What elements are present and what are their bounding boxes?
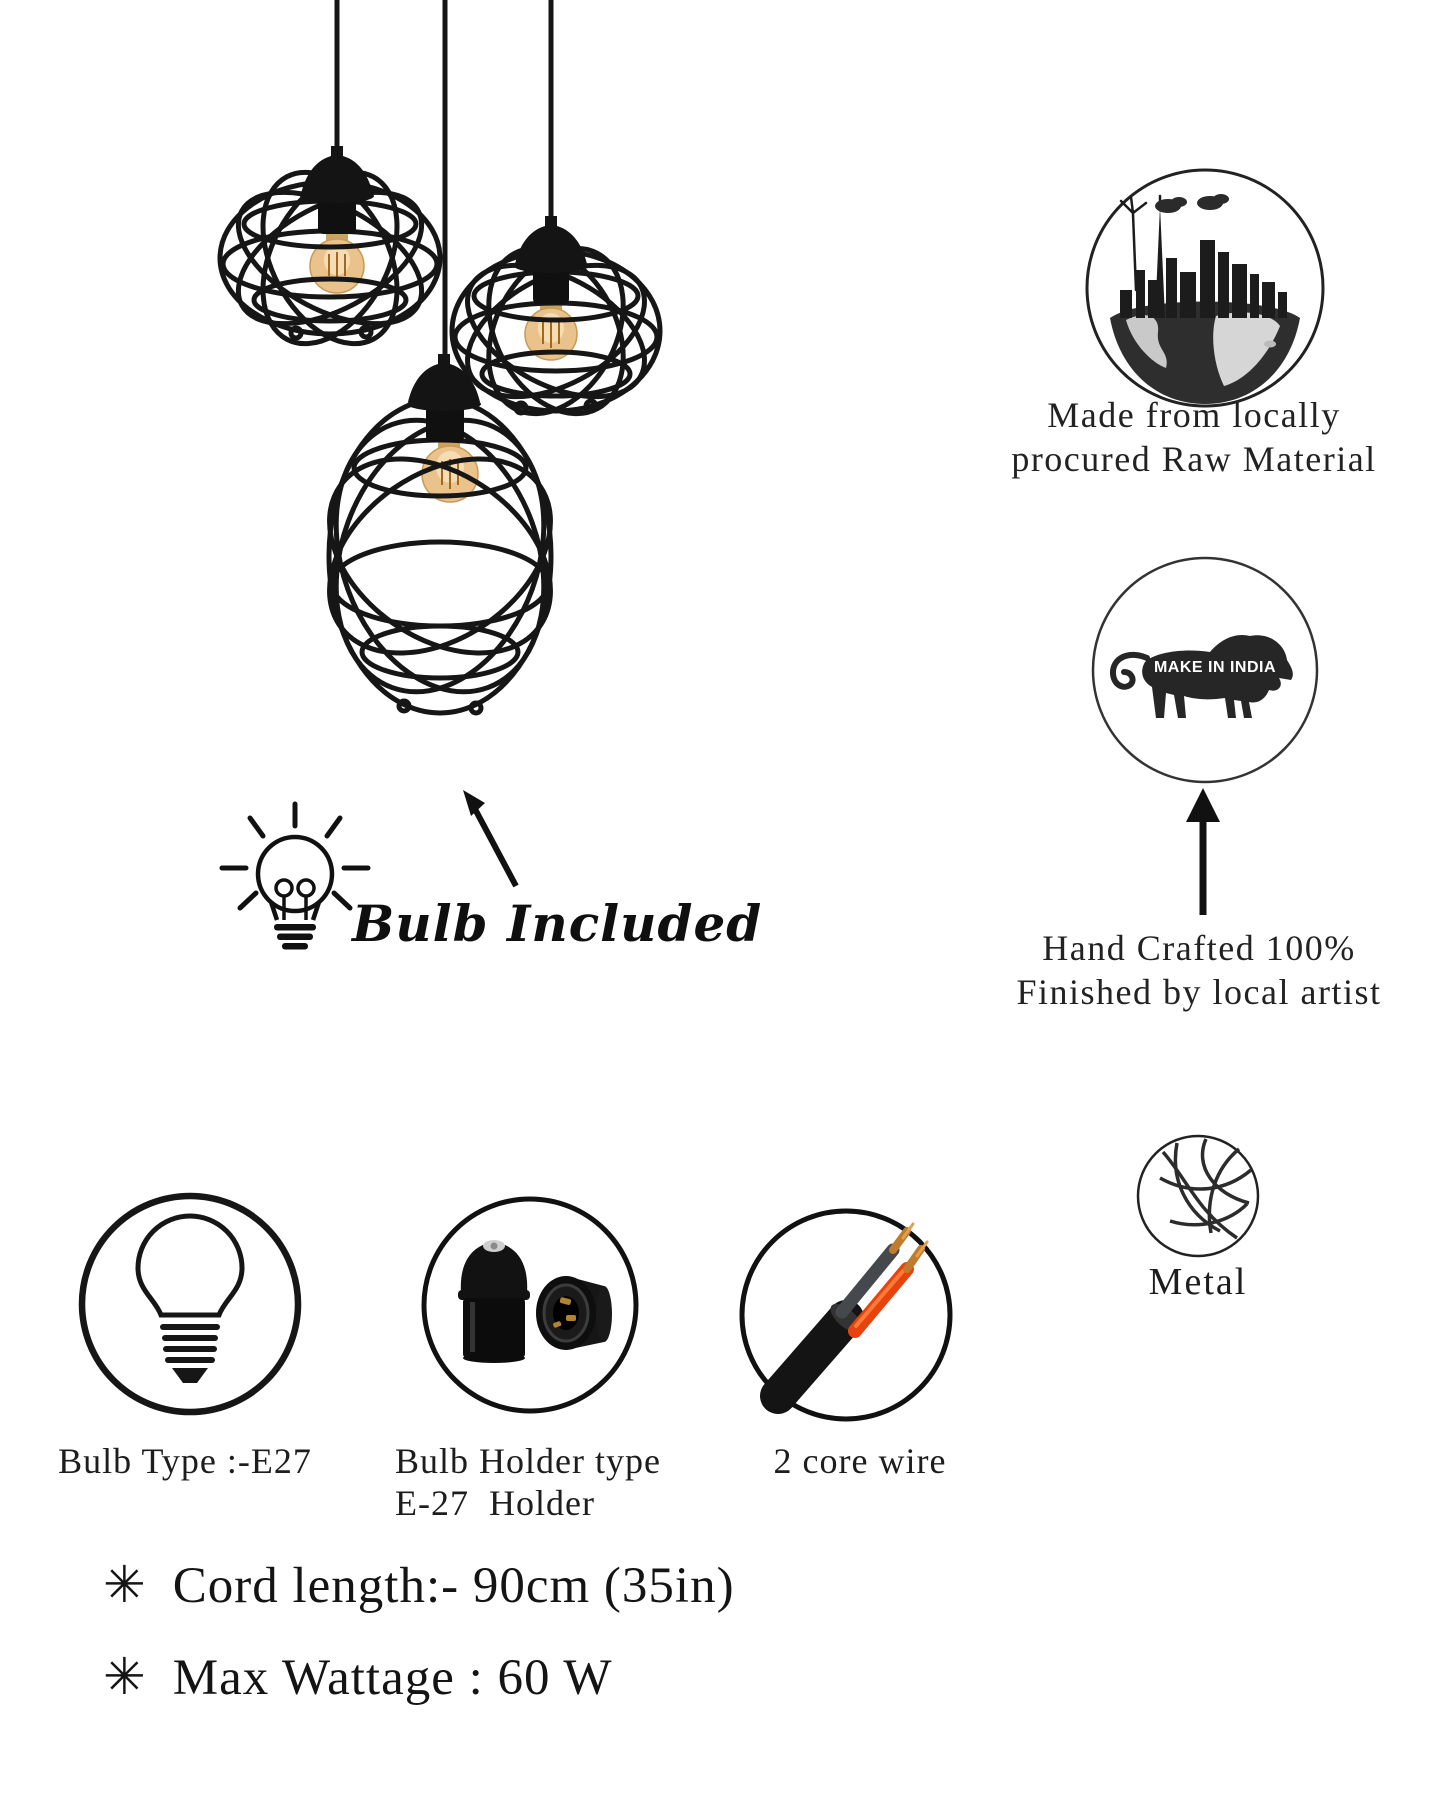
two-core-wire-icon [739,1208,953,1422]
arrow-up-icon [1186,788,1220,915]
make-in-india-icon [1091,556,1319,784]
bulb-type-icon [78,1192,302,1416]
bulb-holder-label-line1: Bulb Holder type [395,1441,661,1481]
hand-crafted-caption-line2: Finished by local artist [1016,972,1382,1012]
spec-max-wattage-text: Max Wattage : 60 W [172,1650,613,1706]
bulb-holder-label-line2: E-27 Holder [395,1483,595,1523]
bulb-holder-icon [421,1196,639,1414]
raw-material-caption-line1: Made from locally [1047,395,1341,435]
hand-crafted-caption-line1: Hand Crafted 100% [1042,928,1356,968]
raw-material-caption: Made from locally procured Raw Material [944,393,1444,481]
spec-cord-length: ✳ Cord length:- 90cm (35in) [103,1556,735,1615]
bulb-included-label: Bulb Included [352,894,763,953]
globe-city-icon [1085,168,1325,408]
make-in-india-label: MAKE IN INDIA [1153,659,1277,676]
wire-label: 2 core wire [773,1441,947,1481]
pendant-cords-image [334,0,554,366]
spec-cord-length-text: Cord length:- 90cm (35in) [172,1558,735,1614]
material-label: Metal [1148,1261,1248,1303]
arrow-to-lamps-icon [463,790,519,888]
asterisk-icon: ✳ [103,1650,147,1706]
pendant-lamp-right-image [449,216,663,417]
pendant-lamp-front-image [326,354,554,716]
glowing-bulb-icon [219,801,371,950]
spec-max-wattage: ✳ Max Wattage : 60 W [103,1648,612,1707]
pendant-lamp-left-image [217,146,443,347]
metal-wire-icon [1136,1134,1260,1258]
asterisk-icon: ✳ [103,1558,147,1614]
bulb-holder-label: Bulb Holder type E-27 Holder [395,1440,695,1524]
raw-material-caption-line2: procured Raw Material [1011,439,1377,479]
bulb-type-label: Bulb Type :-E27 [58,1441,312,1481]
hand-crafted-caption: Hand Crafted 100% Finished by local arti… [934,926,1445,1014]
